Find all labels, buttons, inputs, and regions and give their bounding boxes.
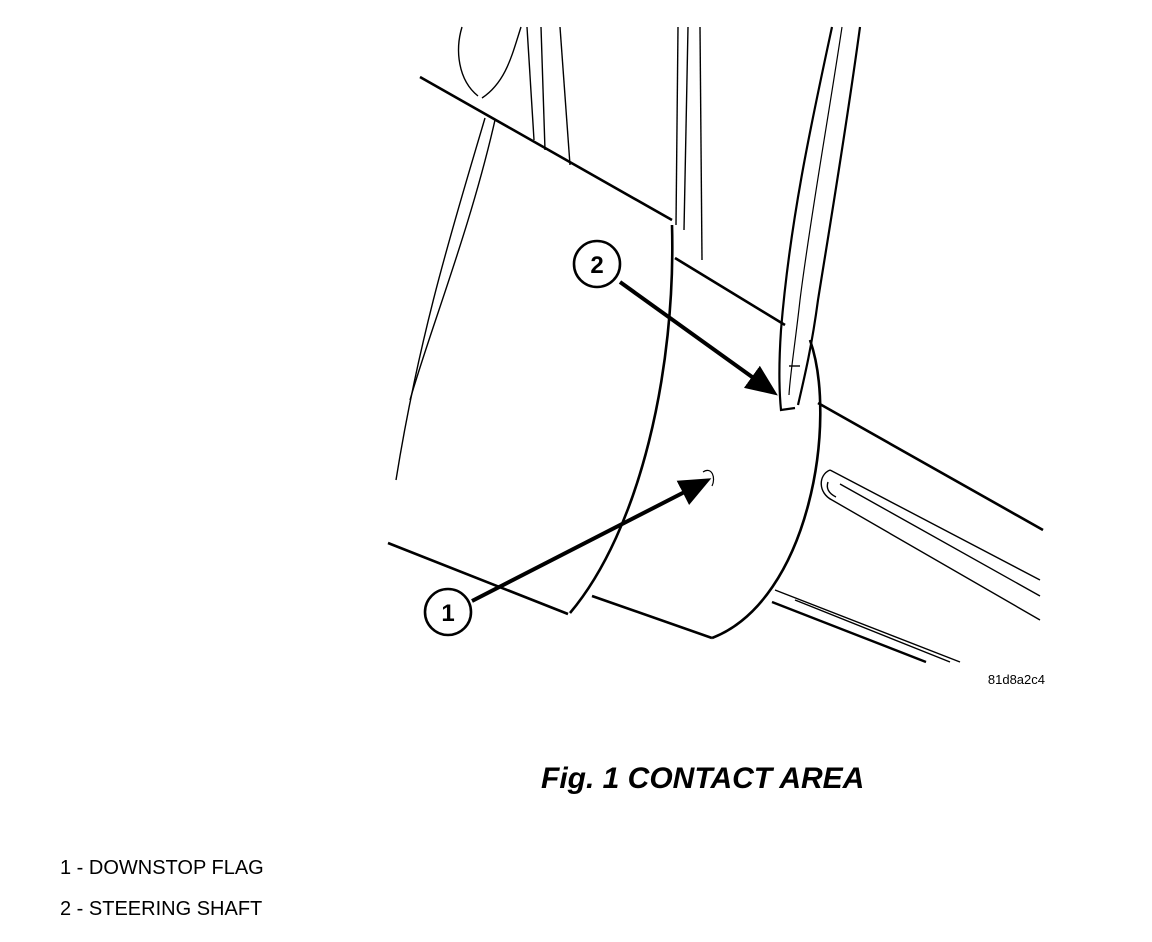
lower-rail [771, 469, 1041, 664]
legend-list: 1 - DOWNSTOP FLAG 2 - STEERING SHAFT [60, 855, 264, 937]
callout-2-circle [572, 239, 622, 289]
figure-caption: Fig. 1 CONTACT AREA [541, 762, 865, 795]
downstop-flag [387, 224, 822, 640]
callout-2: 2 [572, 239, 622, 289]
callout-1-leader [471, 478, 712, 603]
callout-1: 1 [423, 587, 473, 637]
upper-panel-edges [419, 75, 1044, 532]
image-code: 81d8a2c4 [988, 672, 1045, 687]
callout-1-circle [423, 587, 473, 637]
steering-shaft [778, 26, 862, 412]
background-structure [395, 26, 703, 481]
contact-area-illustration: 1 2 81d8a2c4 [387, 26, 1045, 687]
leader-arrows [471, 280, 778, 603]
callout-1-label: 1 [441, 600, 454, 627]
callout-2-leader [618, 280, 778, 396]
legend-item: 1 - DOWNSTOP FLAG [60, 857, 264, 879]
legend-item: 2 - STEERING SHAFT [60, 898, 263, 920]
callout-2-label: 2 [590, 252, 603, 279]
